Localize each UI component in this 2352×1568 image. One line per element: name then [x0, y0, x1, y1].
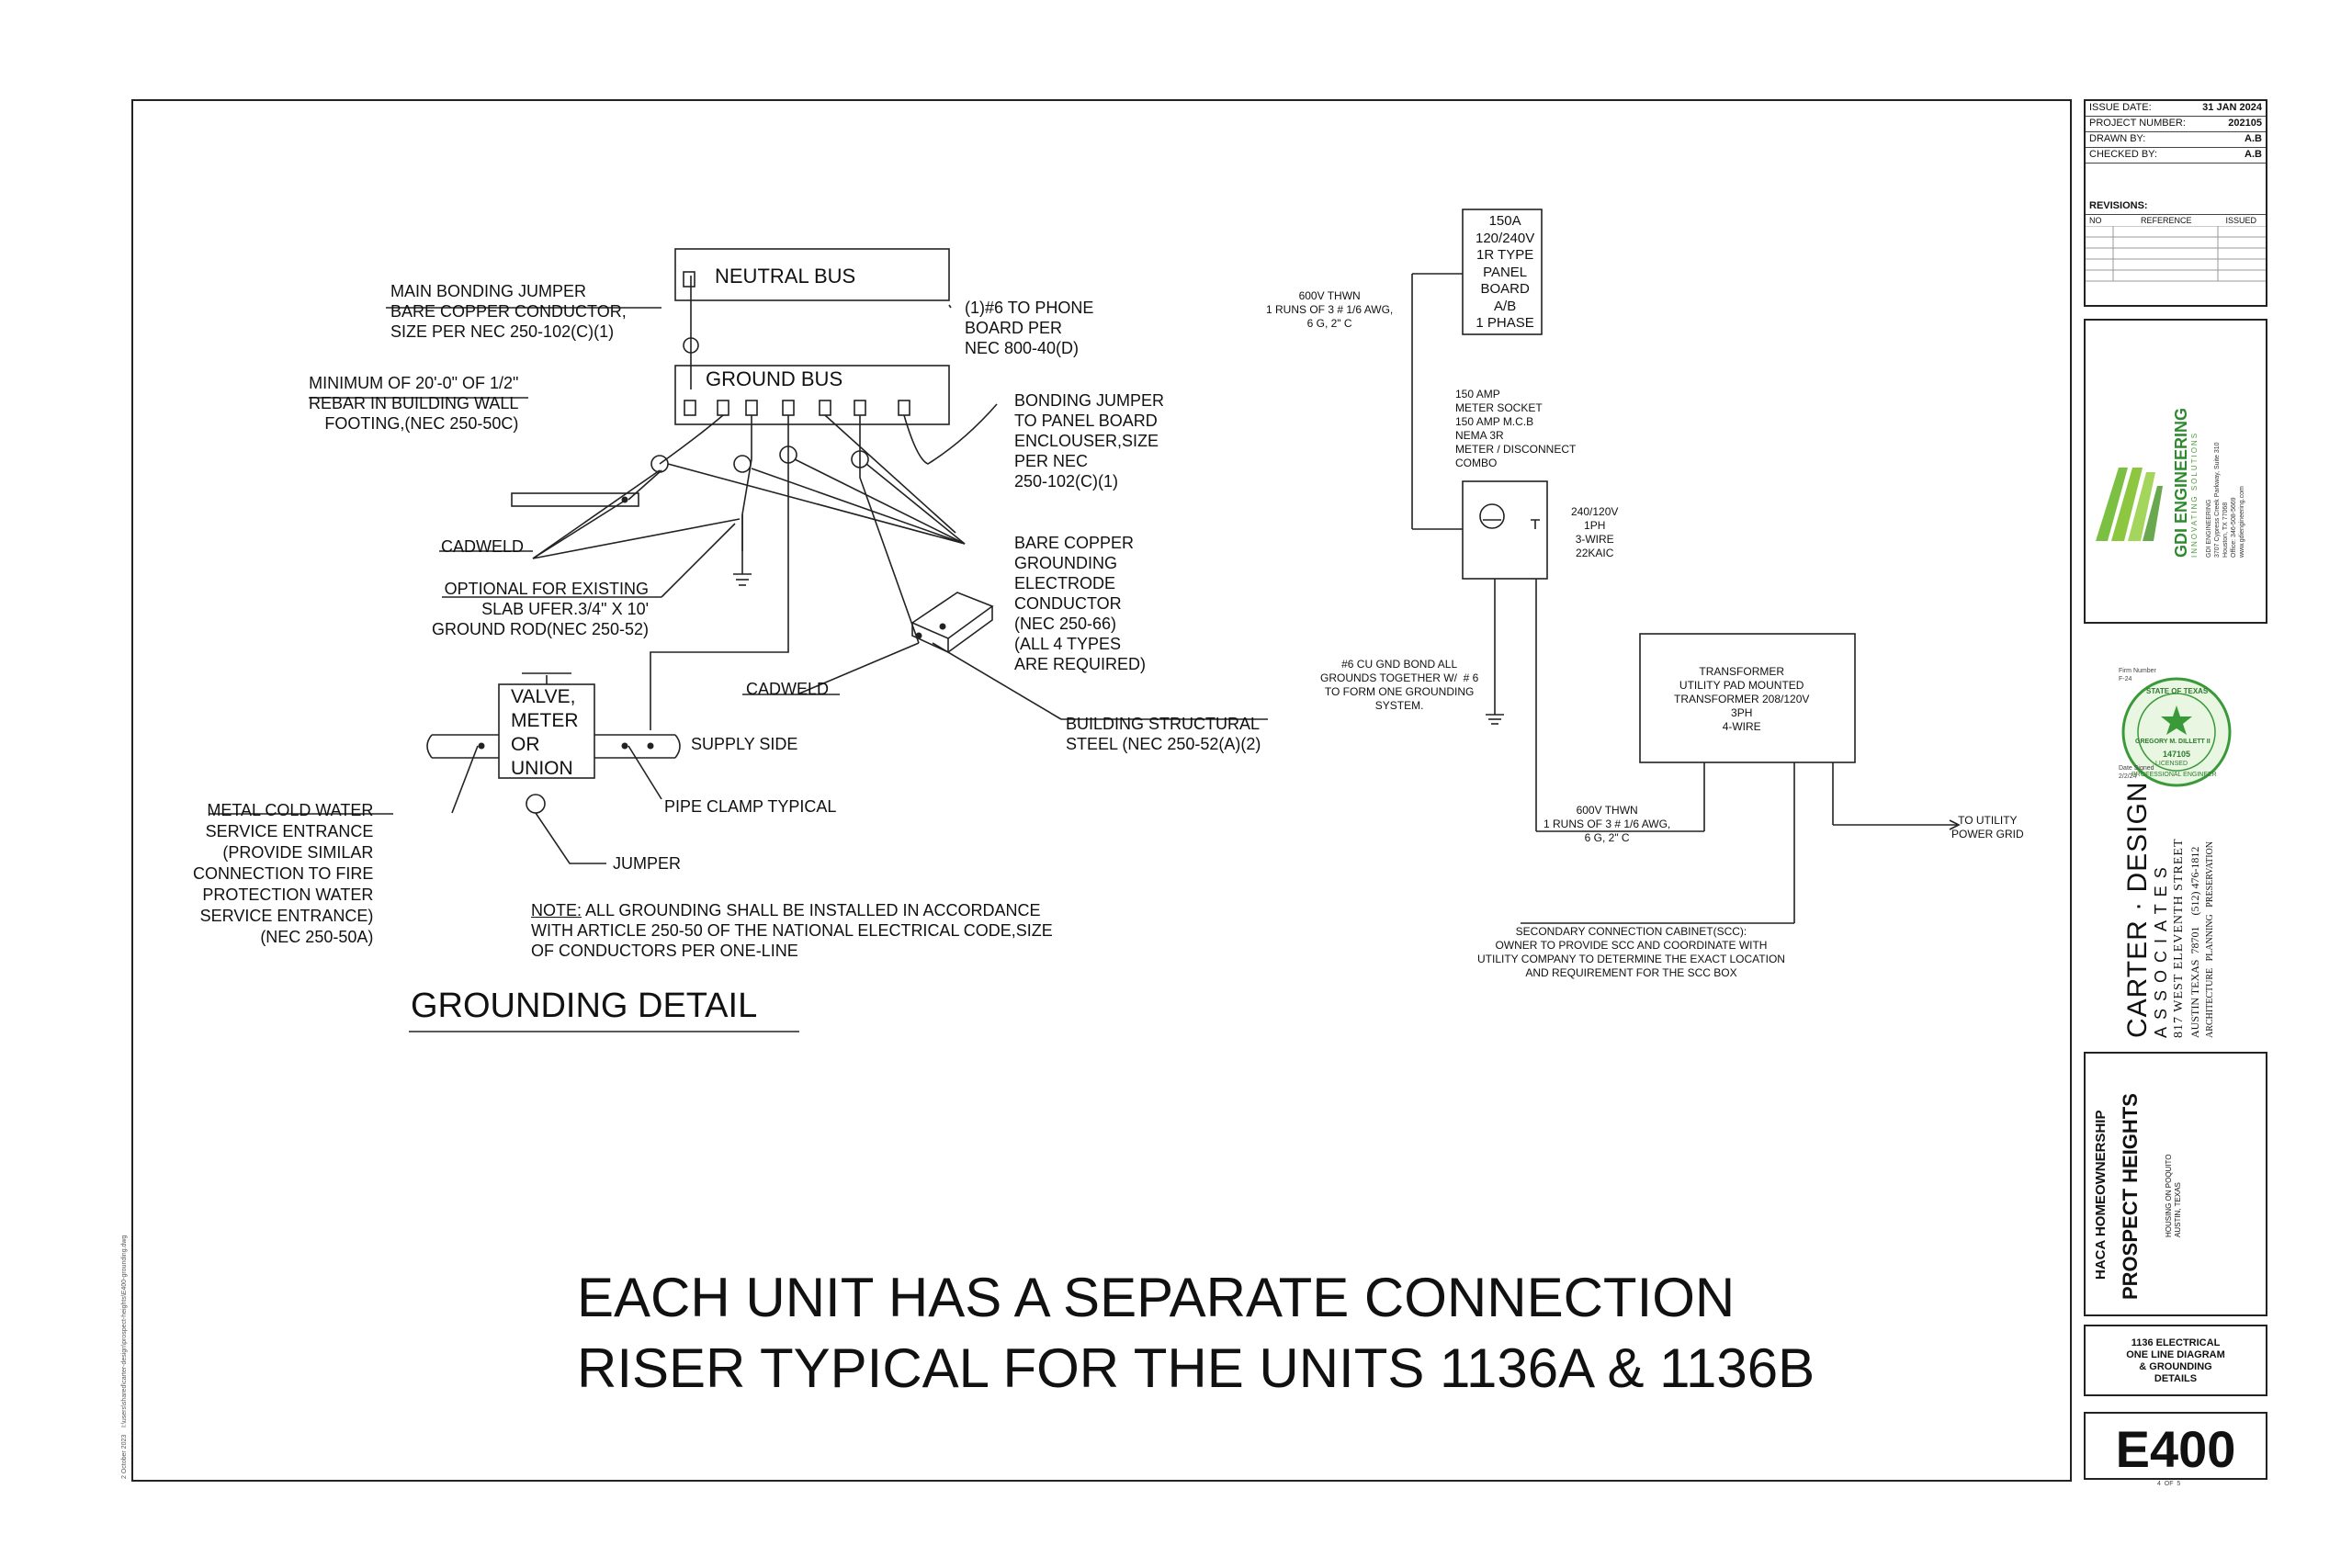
grounding-note: NOTE: ALL GROUNDING SHALL BE INSTALLED I…: [531, 900, 1053, 961]
seal-icon: [2121, 677, 2232, 787]
ground-bus-box: [674, 365, 950, 425]
architect-services: ARCHITECTURE PLANNING PRESERVATION: [2205, 840, 2215, 1038]
note-prefix: NOTE:: [531, 901, 582, 919]
issue-date-label: ISSUE DATE:: [2089, 102, 2152, 113]
building-steel-label: BUILDING STRUCTURAL STEEL (NEC 250-52(A)…: [1066, 715, 1261, 753]
supply-side-label: SUPPLY SIDE: [691, 735, 798, 753]
neutral-bus-box: [674, 248, 950, 301]
seal-date: Date Signed 2/2/24: [2119, 765, 2154, 780]
engineer-tagline: INNOVATING SOLUTIONS: [2190, 431, 2199, 558]
valve-label: VALVE, METER OR UNION: [511, 686, 579, 779]
seal-prof: PROFESSIONAL ENGINEER: [2132, 772, 2217, 778]
optional-existing-label: OPTIONAL FOR EXISTING SLAB UFER.3/4" X 1…: [432, 580, 650, 638]
seal-number: 147105: [2163, 750, 2191, 759]
engineer-address: GDI ENGINEERING 3707 Cypress Creek Parkw…: [2206, 442, 2245, 558]
title-block-sheet-number: E400: [2084, 1412, 2267, 1480]
grounding-detail-title: GROUNDING DETAIL: [411, 987, 758, 1025]
rebar-label: MINIMUM OF 20'-0" OF 1/2" REBAR IN BUILD…: [309, 374, 519, 433]
utility-grid-label: TO UTILITY POWER GRID: [1951, 814, 2024, 840]
architect-name: CARTER · DESIGN: [2122, 781, 2153, 1038]
revisions-label: REVISIONS:: [2089, 200, 2148, 211]
secondary-cabinet-label: SECONDARY CONNECTION CABINET(SCC): OWNER…: [1477, 925, 1785, 979]
cadweld-label-1: CADWELD: [441, 537, 525, 556]
main-bonding-jumper-label: MAIN BONDING JUMPER BARE COPPER CONDUCTO…: [390, 282, 627, 341]
firm-number: Firm Number F-24: [2119, 668, 2156, 682]
banner-line-2: RISER TYPICAL FOR THE UNITS 1136A & 1136…: [577, 1337, 1815, 1399]
jumper-label: JUMPER: [613, 854, 682, 873]
pipe-clamp-label: PIPE CLAMP TYPICAL: [664, 797, 837, 816]
title-block-project: HACA HOMEOWNERSHIP PROSPECT HEIGHTS HOUS…: [2084, 1052, 2267, 1316]
rev-col-reference: REFERENCE: [2141, 216, 2192, 225]
note-body: ALL GROUNDING SHALL BE INSTALLED IN ACCO…: [531, 901, 1053, 960]
transformer-label: TRANSFORMER UTILITY PAD MOUNTED TRANSFOR…: [1674, 665, 1810, 733]
title-block-engineer: GDI ENGINEERING INNOVATING SOLUTIONS GDI…: [2084, 319, 2267, 624]
meter-rating-label: 240/120V 1PH 3-WIRE 22KAIC: [1571, 505, 1619, 559]
architect-city: AUSTIN TEXAS 78701 (512) 476-1812: [2188, 846, 2201, 1038]
checked-by: A.B: [2245, 149, 2262, 160]
seal-licensed: LICENSED: [2155, 761, 2188, 767]
architect-assoc: ASSOCIATES: [2152, 860, 2170, 1038]
revisions-grid: [2086, 226, 2266, 282]
phone-board-label: (1)#6 TO PHONE BOARD PER NEC 800-40(D): [965, 299, 1094, 357]
architect-street: 817 WEST ELEVENTH STREET: [2172, 838, 2186, 1038]
feeder-bottom-label: 600V THWN 1 RUNS OF 3 # 1/6 AWG, 6 G, 2"…: [1544, 804, 1671, 844]
margin-note: 2 October 2023 I:\users\shared\carter-de…: [121, 1235, 128, 1479]
seal-name: GREGORY M. DILLETT II: [2135, 739, 2211, 745]
project-name: PROSPECT HEIGHTS: [2119, 1093, 2142, 1300]
bonding-jumper-panel-label: BONDING JUMPER TO PANEL BOARD ENCLOUSER,…: [1014, 391, 1165, 491]
transformer-box: [1639, 633, 1856, 763]
panel-board-box: [1462, 209, 1543, 335]
cadweld-label-2: CADWELD: [746, 680, 830, 698]
title-block-sheet-title: 1136 ELECTRICAL ONE LINE DIAGRAM & GROUN…: [2084, 1325, 2267, 1396]
meter-socket-label: 150 AMP METER SOCKET 150 AMP M.C.B NEMA …: [1455, 388, 1577, 469]
project-sub: HOUSING ON POQUITO AUSTIN, TEXAS: [2165, 1154, 2182, 1237]
drawn-by-label: DRAWN BY:: [2089, 133, 2146, 144]
drawn-by: A.B: [2245, 133, 2262, 144]
meter-socket-box: [1462, 480, 1548, 580]
project-number-label: PROJECT NUMBER:: [2089, 118, 2186, 129]
rev-col-issued: ISSUED: [2225, 216, 2256, 225]
panel-board-label: 150A 120/240V 1R TYPE PANEL BOARD A/B 1 …: [1476, 213, 1535, 331]
checked-by-label: CHECKED BY:: [2089, 149, 2157, 160]
issue-date: 31 JAN 2024: [2202, 102, 2262, 113]
bare-copper-label: BARE COPPER GROUNDING ELECTRODE CONDUCTO…: [1014, 534, 1147, 673]
title-block-info: ISSUE DATE: 31 JAN 2024 PROJECT NUMBER: 20…: [2084, 99, 2267, 307]
sheet-of: 4 OF 5: [2157, 1481, 2181, 1487]
seal-state: STATE OF TEXAS: [2146, 687, 2209, 695]
gdi-logo-icon: [2096, 468, 2163, 541]
ground-bus-label: GROUND BUS: [706, 367, 843, 390]
banner-line-1: EACH UNIT HAS A SEPARATE CONNECTION: [577, 1267, 1736, 1328]
gnd-bond-label: #6 CU GND BOND ALL GROUNDS TOGETHER W/ #…: [1320, 658, 1479, 712]
project-number: 202105: [2228, 118, 2262, 129]
sheet-title: 1136 ELECTRICAL ONE LINE DIAGRAM & GROUN…: [2126, 1337, 2225, 1384]
neutral-bus-label: NEUTRAL BUS: [715, 265, 856, 288]
rev-col-no: NO: [2089, 216, 2102, 225]
client-name: HACA HOMEOWNERSHIP: [2093, 1110, 2109, 1280]
engineer-seal: STATE OF TEXAS GREGORY M. DILLETT II 147…: [2113, 669, 2240, 795]
feeder-top-label: 600V THWN 1 RUNS OF 3 # 1/6 AWG, 6 G, 2"…: [1266, 289, 1394, 330]
engineer-name: GDI ENGINEERING: [2172, 407, 2190, 558]
drawing-frame: [131, 99, 2072, 1482]
metal-cold-water-label: METAL COLD WATER SERVICE ENTRANCE (PROVI…: [193, 801, 374, 946]
sheet-number: E400: [2115, 1420, 2236, 1478]
